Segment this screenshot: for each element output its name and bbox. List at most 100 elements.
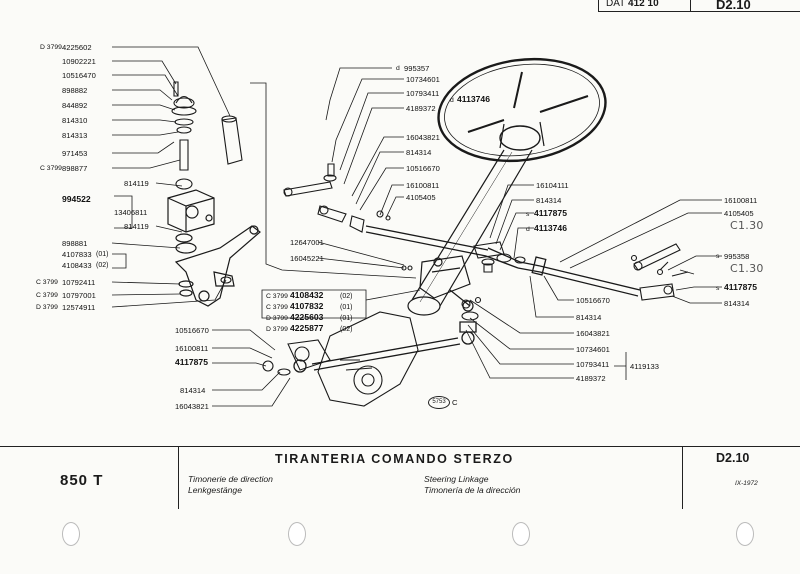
part-number: 971453 — [62, 149, 88, 158]
part-number: 898877 — [62, 164, 88, 173]
part-variant: (01) — [340, 304, 353, 311]
leader-lines — [111, 46, 722, 407]
part-number: 16104111 — [536, 181, 569, 190]
header-dat-number: 412 10 — [628, 0, 659, 9]
left-steering-arm — [174, 225, 261, 307]
part-number: 4105405 — [724, 209, 754, 218]
part-variant: (02) — [340, 293, 353, 300]
part-variant: (02) — [96, 262, 109, 269]
subtitle-en: Steering Linkage — [424, 474, 489, 484]
part-prefix: d — [526, 226, 530, 233]
footer-separator — [178, 447, 179, 509]
part-prefix: D 3799 — [266, 315, 288, 322]
part-number: 814310 — [62, 116, 88, 125]
part-number: 814314 — [180, 386, 206, 395]
right-tie-rod-end — [630, 243, 695, 301]
part-number: 4105405 — [406, 193, 436, 202]
part-number-bold: 4225877 — [290, 323, 324, 333]
ball-joint-center — [473, 241, 526, 273]
part-number: 814314 — [406, 148, 432, 157]
part-number: 16100811 — [406, 181, 440, 190]
header-code: D2.10 — [716, 0, 751, 12]
part-number: 10516670 — [406, 164, 440, 173]
part-number: 10793411 — [576, 360, 610, 369]
part-prefix: D 3799 — [266, 326, 288, 333]
part-number: 16100811 — [175, 344, 209, 353]
part-number: 814314 — [536, 196, 562, 205]
part-number: 4189372 — [576, 374, 606, 383]
steering-linkage-diagram — [111, 46, 722, 407]
part-number: 10516670 — [175, 326, 209, 335]
part-number: 16043821 — [576, 329, 610, 338]
part-number: 10516670 — [576, 296, 610, 305]
left-upper-parts — [171, 81, 243, 190]
handwritten-note: C1.30 — [730, 219, 764, 232]
bracket-box — [167, 189, 215, 243]
part-prefix: C 3799 — [266, 304, 288, 311]
part-number: 10516470 — [62, 71, 96, 80]
part-prefix: C 3799 — [36, 292, 58, 299]
part-number: 4107833 — [62, 250, 92, 259]
part-number: 16045221 — [290, 254, 324, 263]
subtitle-es: Timonería de la dirección — [424, 485, 521, 495]
model-name: 850 T — [60, 472, 104, 489]
part-prefix: s — [716, 285, 720, 292]
part-number: 10792411 — [62, 278, 96, 287]
drag-link-upper — [283, 163, 391, 233]
subtitle-fr: Timonerie de direction — [188, 474, 273, 484]
part-number: 4119133 — [630, 362, 659, 371]
part-number: 814119 — [124, 222, 149, 231]
punch-hole — [736, 522, 754, 546]
part-number-bold: 4117875 — [534, 208, 567, 218]
part-variant: (01) — [96, 251, 109, 258]
punch-hole — [512, 522, 530, 546]
footer-divider — [0, 446, 800, 447]
part-prefix: C 3799 — [40, 165, 62, 172]
punch-hole — [288, 522, 306, 546]
part-number: 10734601 — [406, 75, 440, 84]
part-number: 814313 — [62, 131, 88, 140]
part-prefix: C 3799 — [266, 293, 288, 300]
header-box — [598, 0, 800, 12]
part-number: 12574911 — [62, 303, 96, 312]
part-number: 995358 — [724, 252, 750, 261]
steering-column — [407, 149, 533, 316]
part-number: 16100811 — [724, 196, 758, 205]
part-number: 4189372 — [406, 104, 436, 113]
part-number: 10797001 — [62, 291, 96, 300]
handwritten-note: C1.30 — [730, 262, 764, 275]
part-prefix: C 3799 — [36, 279, 58, 286]
idler-arm-assembly — [419, 255, 474, 312]
part-prefix: D 3799 — [36, 304, 58, 311]
center-tie-rod — [365, 225, 641, 297]
part-number: 995357 — [404, 64, 430, 73]
part-number: 898881 — [62, 239, 88, 248]
part-number-bold: 4225603 — [290, 312, 324, 322]
header-divider — [690, 0, 691, 11]
steering-gearbox — [287, 311, 419, 407]
reference-mark: 5753 — [428, 396, 450, 409]
part-prefix: d — [450, 97, 454, 104]
part-number: 10793411 — [406, 89, 440, 98]
part-number: 844892 — [62, 101, 88, 110]
part-variant: (01) — [340, 315, 353, 322]
part-number-bold: 4108432 — [290, 290, 324, 300]
part-prefix: s — [526, 211, 530, 218]
part-prefix: d — [396, 65, 400, 72]
part-number-bold: 994522 — [62, 194, 91, 204]
steering-wheel — [437, 57, 607, 163]
part-number: 10902221 — [62, 57, 96, 66]
part-variant: (02) — [340, 326, 353, 333]
lower-tie-rod — [293, 321, 477, 373]
page-title: TIRANTERIA COMANDO STERZO — [275, 452, 514, 466]
part-number: 814119 — [124, 179, 149, 188]
reference-letter: C — [452, 398, 458, 407]
part-number: 898882 — [62, 86, 88, 95]
punch-hole — [62, 522, 80, 546]
part-number: 10734601 — [576, 345, 610, 354]
part-number: 814314 — [724, 299, 750, 308]
footer-code: D2.10 — [716, 451, 750, 465]
part-number-bold: 4117875 — [175, 357, 208, 367]
part-number: 4108433 — [62, 261, 92, 270]
